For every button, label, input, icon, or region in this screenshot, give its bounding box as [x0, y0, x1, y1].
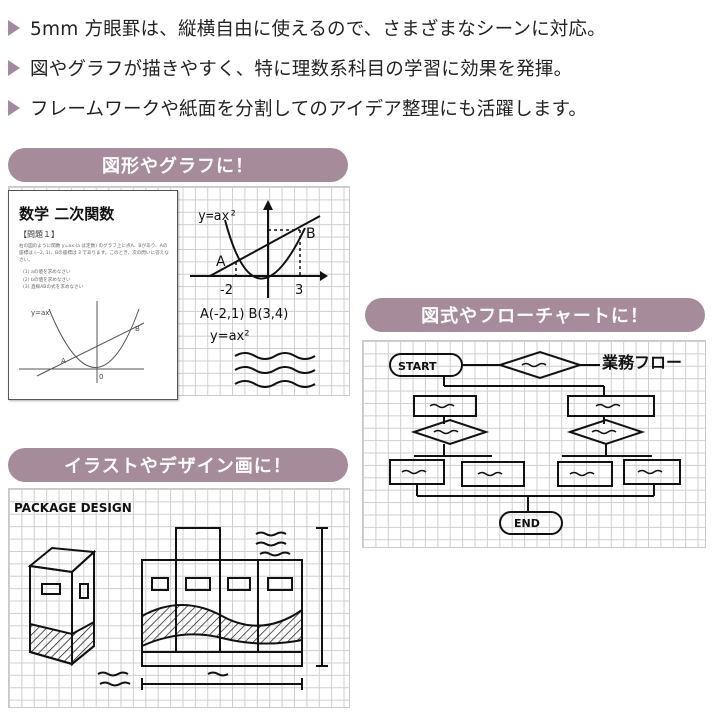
- illustration-panel: [8, 488, 350, 708]
- worksheet-graph-label: y=ax: [31, 309, 49, 317]
- math-worksheet: 数学 二次関数 【問題１】 右の図のように関数 y=ax (a は定数) のグラ…: [8, 190, 178, 400]
- feature-bullets: 5mm 方眼罫は、縦横自由に使えるので、さまざまなシーンに対応。 図やグラフが描…: [8, 8, 708, 128]
- worksheet-origin: 0: [99, 373, 103, 381]
- question-text: 右の図のように関数 y=ax (a は定数) のグラフ上に点A、Bがあり、Aの座…: [19, 244, 169, 263]
- bullet-text: 5mm 方眼罫は、縦横自由に使えるので、さまざまなシーンに対応。: [30, 19, 606, 40]
- section-label-illustration: イラストやデザイン画に！: [8, 448, 348, 482]
- sketch-formula: y=ax²: [198, 209, 237, 224]
- question-item: (2) bの値を求めなさい: [23, 277, 71, 283]
- section-label-flowchart: 図式やフローチャートに！: [365, 298, 705, 332]
- parabola-sketch: y=ax² A B -2 3 A(-2,1) B(3,4) y=ax²: [190, 200, 328, 388]
- bullet-text: フレームワークや紙面を分割してのアイデア整理にも活躍します。: [30, 99, 588, 120]
- question-item: (3) 直線ABの式を求めなさい: [23, 285, 84, 290]
- worksheet-title: 数学 二次関数: [19, 205, 115, 223]
- flow-end-label: END: [514, 517, 540, 530]
- design-title: PACKAGE DESIGN: [14, 501, 132, 515]
- worksheet-point-b: B: [135, 325, 140, 333]
- triangle-bullet-icon: [8, 60, 20, 76]
- sketch-formula-2: y=ax²: [210, 329, 249, 344]
- bullet-item: フレームワークや紙面を分割してのアイデア整理にも活躍します。: [8, 88, 708, 128]
- question-heading: 【問題１】: [19, 230, 59, 239]
- sketch-coords: A(-2,1) B(3,4): [200, 307, 288, 322]
- section-label-graphs: 図形やグラフに！: [8, 148, 348, 182]
- worksheet-graph: y=ax A B 0: [19, 301, 145, 383]
- package-design-sketch: PACKAGE DESIGN: [14, 501, 328, 690]
- sketch-point-b: B: [306, 226, 316, 242]
- sketch-point-a: A: [216, 254, 226, 270]
- sketch-tick-neg2: -2: [220, 283, 233, 298]
- bullet-text: 図やグラフが描きやすく、特に理数系科目の学習に効果を発揮。: [30, 59, 573, 80]
- worksheet-point-a: A: [61, 357, 66, 365]
- flow-title: 業務フロー: [601, 353, 682, 372]
- bullet-item: 5mm 方眼罫は、縦横自由に使えるので、さまざまなシーンに対応。: [8, 8, 708, 48]
- flowchart-sketch: START END 業務フロー: [389, 350, 682, 535]
- question-item: (1) aの値を求めなさい: [23, 270, 71, 275]
- sketch-tick-3: 3: [295, 283, 303, 298]
- triangle-bullet-icon: [8, 100, 20, 116]
- flow-start-label: START: [398, 360, 437, 373]
- bullet-item: 図やグラフが描きやすく、特に理数系科目の学習に効果を発揮。: [8, 48, 708, 88]
- triangle-bullet-icon: [8, 20, 20, 36]
- question-items: (1) aの値を求めなさい (2) bの値を求めなさい (3) 直線ABの式を求…: [23, 269, 83, 292]
